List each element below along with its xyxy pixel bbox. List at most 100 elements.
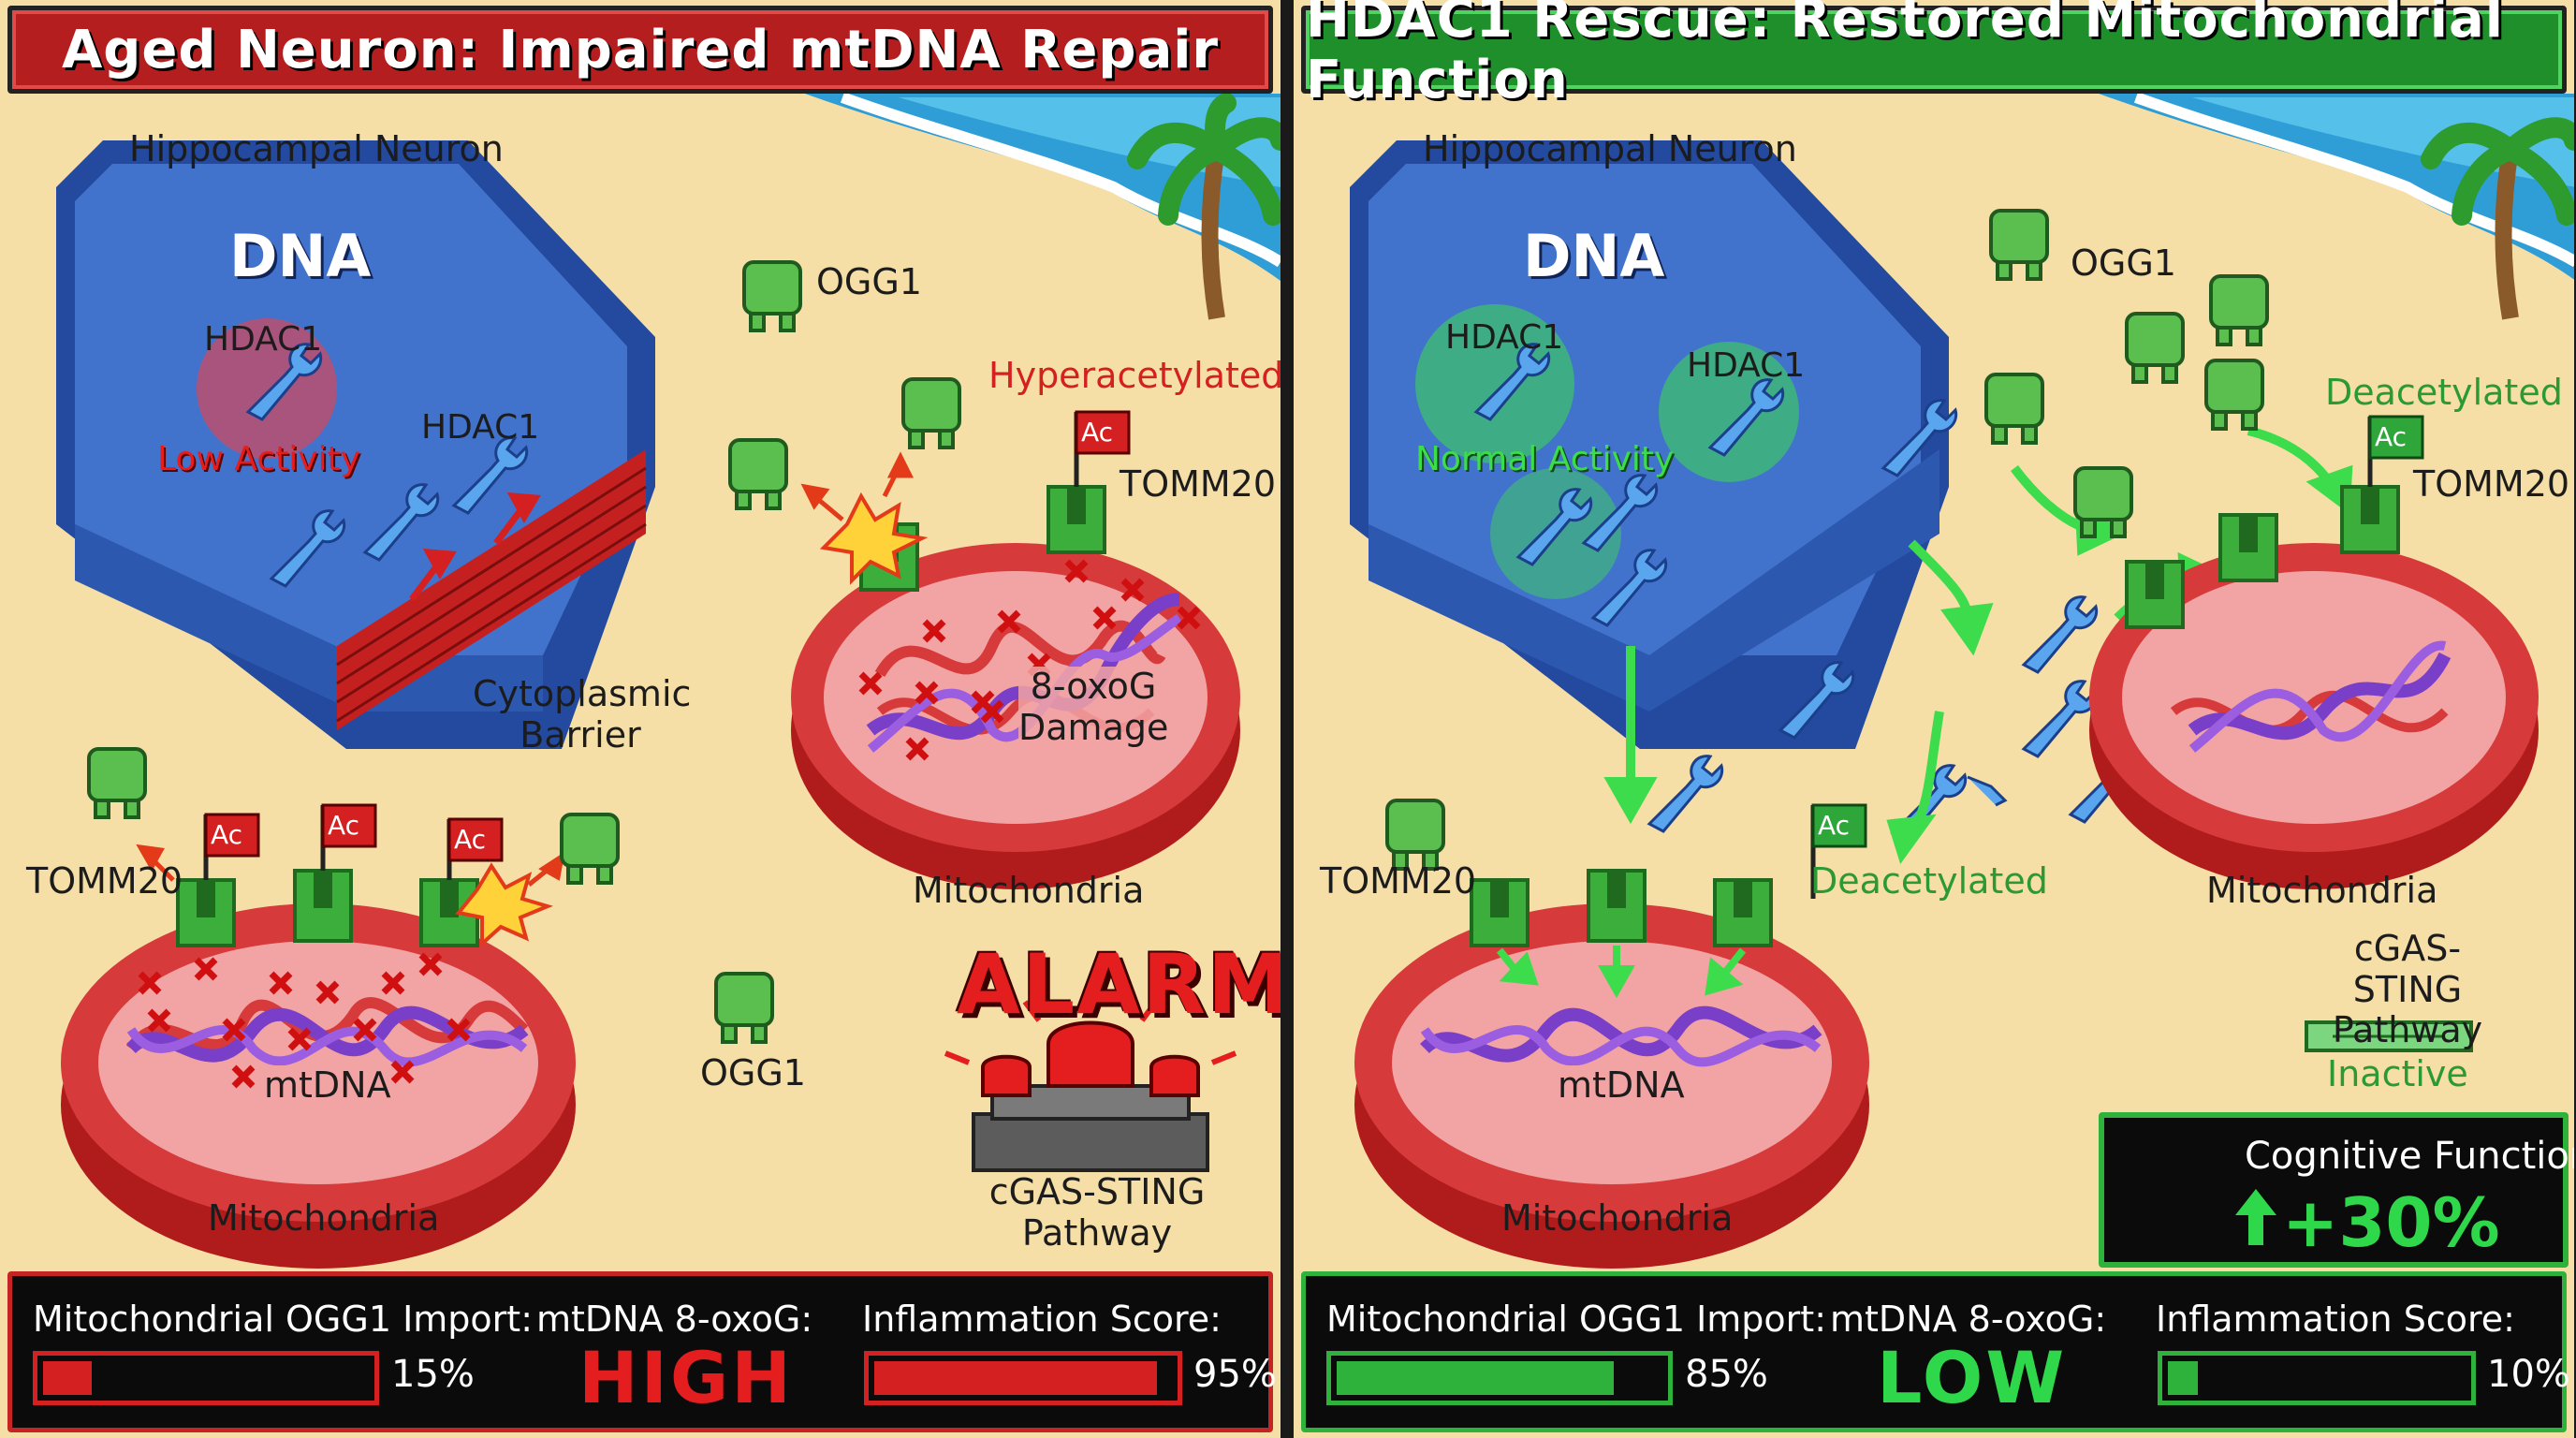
- ogg1-monster-icon: [901, 377, 961, 449]
- nucleus-label: DNA: [1523, 222, 1665, 290]
- mitochondria-label: Mitochondria: [2206, 870, 2438, 911]
- rescue-illustration: [1350, 92, 2574, 1269]
- ogg1-monster-icon: [714, 972, 774, 1044]
- barrier-label: Cytoplasmic Barrier: [473, 673, 692, 756]
- cognitive-function-box: Cognitive Function: +30%: [2099, 1112, 2574, 1268]
- cognitive-label: Cognitive Function:: [2245, 1135, 2574, 1178]
- alarm-siren-icon: [944, 978, 1237, 1172]
- panel-title: HDAC1 Rescue: Restored Mitochondrial Fun…: [1301, 0, 2567, 110]
- tomm20-label: TOMM20: [1120, 463, 1277, 505]
- hdac1-label: HDAC1: [421, 408, 540, 447]
- inflammation-bar: [864, 1351, 1182, 1405]
- hdac1-label: HDAC1: [1445, 318, 1564, 357]
- ac-tag: Ac: [328, 810, 360, 841]
- palm-tree-icon: [1127, 93, 1281, 320]
- panel-title: Aged Neuron: Impaired mtDNA Repair: [7, 6, 1273, 94]
- wrench-icon: [245, 343, 323, 421]
- inflammation-value: 10%: [2487, 1353, 2570, 1396]
- damage-marks: [138, 952, 471, 1089]
- ac-flag-icon: [1810, 803, 1867, 899]
- ogg1-import-bar: [1326, 1351, 1673, 1405]
- repel-arrows: [136, 844, 565, 887]
- alarm-label: ALARM!: [957, 936, 1286, 1033]
- inflammation-bar-fill: [874, 1361, 1157, 1395]
- metrics-bar: Mitochondrial OGG1 Import: 85% mtDNA 8-o…: [1301, 1271, 2570, 1432]
- mitochondria-label: Mitochondria: [208, 1197, 440, 1239]
- wrench-icon: [451, 436, 529, 515]
- ac-tag: Ac: [454, 824, 487, 855]
- mitochondrion-lower: [61, 903, 576, 1269]
- burst-icon: [819, 492, 929, 585]
- mitochondrion-upper: [791, 543, 1240, 889]
- deacetylated-label: Deacetylated: [1810, 860, 2048, 902]
- ac-tag: Ac: [211, 819, 243, 850]
- cognitive-value: +30%: [2282, 1183, 2500, 1262]
- tomm20-channel-icon: [176, 869, 479, 947]
- wrench-icon: [269, 509, 346, 588]
- ac-tag: Ac: [1081, 417, 1114, 448]
- inflammation-label: Inflammation Score:: [862, 1299, 1222, 1340]
- inflammation-label: Inflammation Score:: [2156, 1299, 2515, 1340]
- inflammation-value: 95%: [1193, 1353, 1277, 1396]
- pathway-label: cGAS-STING Pathway: [988, 1171, 1206, 1254]
- hdac1-rescue-panel: HDAC1 Rescue: Restored Mitochondrial Fun…: [1294, 0, 2574, 1438]
- ogg1-import-bar-fill: [43, 1361, 92, 1395]
- ogg1-import-label: Mitochondrial OGG1 Import:: [33, 1299, 534, 1340]
- aged-neuron-illustration: [56, 92, 1281, 1269]
- neuron-label: Hippocampal Neuron: [129, 128, 504, 169]
- ac-tag: Ac: [1818, 810, 1851, 841]
- nucleus: [1350, 140, 1949, 749]
- ogg1-import-value: 15%: [391, 1353, 475, 1396]
- oxog-value: LOW: [1877, 1336, 2068, 1419]
- hdac1-label: HDAC1: [1687, 346, 1806, 385]
- hdac1-status-label: Normal Activity: [1415, 440, 1675, 478]
- hdac1-status-label: Low Activity: [157, 440, 360, 478]
- ogg1-monster-icon: [560, 813, 620, 885]
- mitochondria-label: Mitochondria: [913, 870, 1145, 911]
- ogg1-import-bar: [33, 1351, 379, 1405]
- blocked-arrows: [409, 492, 541, 602]
- hdac1-label: HDAC1: [204, 320, 323, 359]
- mtdna-label: mtDNA: [264, 1064, 391, 1107]
- mitochondrion-upper: [2089, 543, 2539, 889]
- tomm20-label: TOMM20: [1320, 860, 1477, 902]
- mtdna-label: mtDNA: [1558, 1064, 1685, 1107]
- ogg1-import-value: 85%: [1685, 1353, 1768, 1396]
- ac-tag: Ac: [2375, 421, 2408, 452]
- pathway-label: cGAS-STING Pathway: [2332, 928, 2483, 1051]
- ogg1-monster-icon: [1385, 209, 2269, 871]
- nucleus-label: DNA: [229, 222, 372, 290]
- ac-flag-icon: [203, 803, 504, 880]
- ac-flag-icon: [2367, 415, 2424, 487]
- pathway-status-label: Inactive: [2327, 1053, 2468, 1094]
- entry-arrows: [1496, 946, 1747, 999]
- tomm20-label: TOMM20: [26, 860, 183, 902]
- damage-label: 8-oxoG Damage: [1018, 666, 1169, 749]
- oxog-label: mtDNA 8-oxoG:: [536, 1299, 813, 1340]
- tomm20-channel-icon: [1470, 869, 1773, 947]
- repel-arrows: [800, 451, 915, 521]
- inflammation-bar: [2158, 1351, 2476, 1405]
- ogg1-label: OGG1: [700, 1052, 806, 1093]
- palm-tree-icon: [2421, 117, 2574, 320]
- oxog-value: HIGH: [578, 1336, 794, 1419]
- tomm20-channel-icon: [2125, 485, 2400, 629]
- ogg1-label: OGG1: [816, 261, 922, 302]
- cytoplasmic-barrier-wall: [336, 449, 647, 730]
- tomm20-label: TOMM20: [2413, 463, 2570, 505]
- inflammation-bar-fill: [2168, 1361, 2198, 1395]
- up-arrow-icon: [2235, 1189, 2276, 1245]
- normal-activity-glow: [1659, 342, 1799, 482]
- wrench-icon: [362, 483, 440, 562]
- ogg1-monster-icon: [728, 438, 788, 510]
- oxog-label: mtDNA 8-oxoG:: [1830, 1299, 2107, 1340]
- aged-neuron-panel: Aged Neuron: Impaired mtDNA Repair Hippo…: [0, 0, 1286, 1438]
- metrics-bar: Mitochondrial OGG1 Import: 15% mtDNA 8-o…: [7, 1271, 1277, 1432]
- mitochondria-label: Mitochondria: [1501, 1197, 1734, 1239]
- burst-icon: [455, 862, 553, 948]
- ogg1-label: OGG1: [2071, 242, 2176, 284]
- ac-flag-icon: [1074, 410, 1131, 487]
- ogg1-import-label: Mitochondrial OGG1 Import:: [1326, 1299, 1827, 1340]
- ogg1-monster-icon: [742, 260, 802, 332]
